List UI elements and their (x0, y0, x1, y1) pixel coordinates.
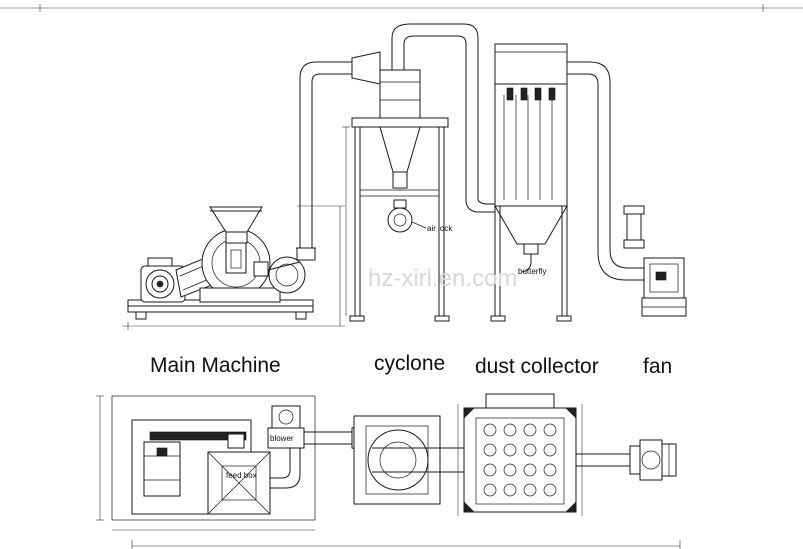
cyclone-plan (353, 415, 477, 505)
duct-to-collector (391, 23, 495, 213)
cyclone-elevation: air lock (342, 69, 453, 322)
feed-box-label: feed box (226, 471, 257, 480)
butterfly-label: butterfly (518, 267, 546, 276)
main-machine-elevation (122, 205, 345, 330)
dust-collector-label: dust collector (475, 355, 599, 378)
watermark: hz-xirl.en.com (368, 265, 517, 292)
fan-label: fan (643, 355, 673, 378)
elevation-view: air lock butter (0, 4, 803, 330)
fan-plan (629, 439, 677, 481)
duct-to-fan (567, 61, 644, 281)
main-machine-plan: feed box (131, 419, 271, 515)
blower-plan: blower (267, 405, 305, 489)
plan-duct-to-fan (576, 453, 630, 467)
dust-collector-plan (457, 393, 583, 516)
blower-label: blower (270, 434, 294, 443)
main-machine-label: Main Machine (150, 354, 281, 377)
duct-to-cyclone (296, 51, 381, 261)
dust-collector-elevation: butterfly (490, 43, 572, 322)
plan-view: feed box blower (96, 393, 681, 549)
fan-elevation (623, 205, 687, 317)
air-lock-label: air lock (427, 224, 453, 233)
cyclone-label: cyclone (374, 352, 446, 375)
